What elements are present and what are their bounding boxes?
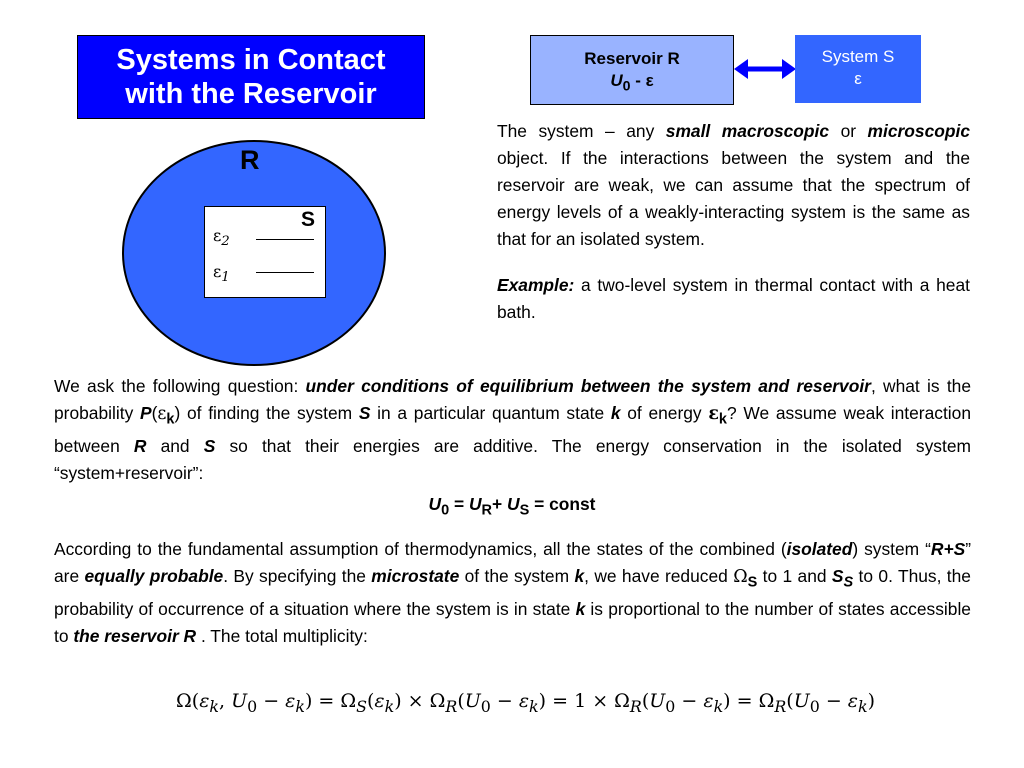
- reservoir-energy: U0 - ε: [610, 71, 654, 95]
- system-label: S: [301, 208, 316, 231]
- system-energy: ε: [854, 69, 862, 88]
- assumption-paragraph: According to the fundamental assumption …: [54, 539, 972, 647]
- level-2-label: ε2: [213, 226, 230, 250]
- level-1-label: ε1: [213, 262, 230, 286]
- slide-title: Systems in Contact with the Reservoir: [77, 35, 425, 119]
- multiplicity-formula: Ω(εk, U0 − εk) = ΩS(εk) × ΩR(U0 − εk) = …: [176, 690, 875, 716]
- system-name: System S: [821, 47, 895, 66]
- double-arrow-icon: [734, 59, 796, 79]
- reservoir-name: Reservoir R: [584, 49, 680, 68]
- system-square: [204, 206, 326, 298]
- system-description: The system – any small macroscopic or mi…: [497, 121, 970, 249]
- level-2-line: [256, 239, 314, 240]
- title-line-2: with the Reservoir: [125, 78, 377, 110]
- reservoir-label: R: [240, 145, 260, 175]
- title-line-1: Systems in Contact: [116, 44, 386, 76]
- reservoir-box: Reservoir R U0 - ε: [530, 35, 734, 105]
- level-1-line: [256, 272, 314, 273]
- example-text: Example: a two-level system in thermal c…: [497, 275, 970, 322]
- energy-conservation-equation: U0 = UR+ US = const: [428, 494, 596, 519]
- right-text-block: The system – any small macroscopic or mi…: [497, 118, 970, 326]
- question-paragraph: We ask the following question: under con…: [54, 376, 972, 484]
- system-box: System S ε: [795, 35, 921, 103]
